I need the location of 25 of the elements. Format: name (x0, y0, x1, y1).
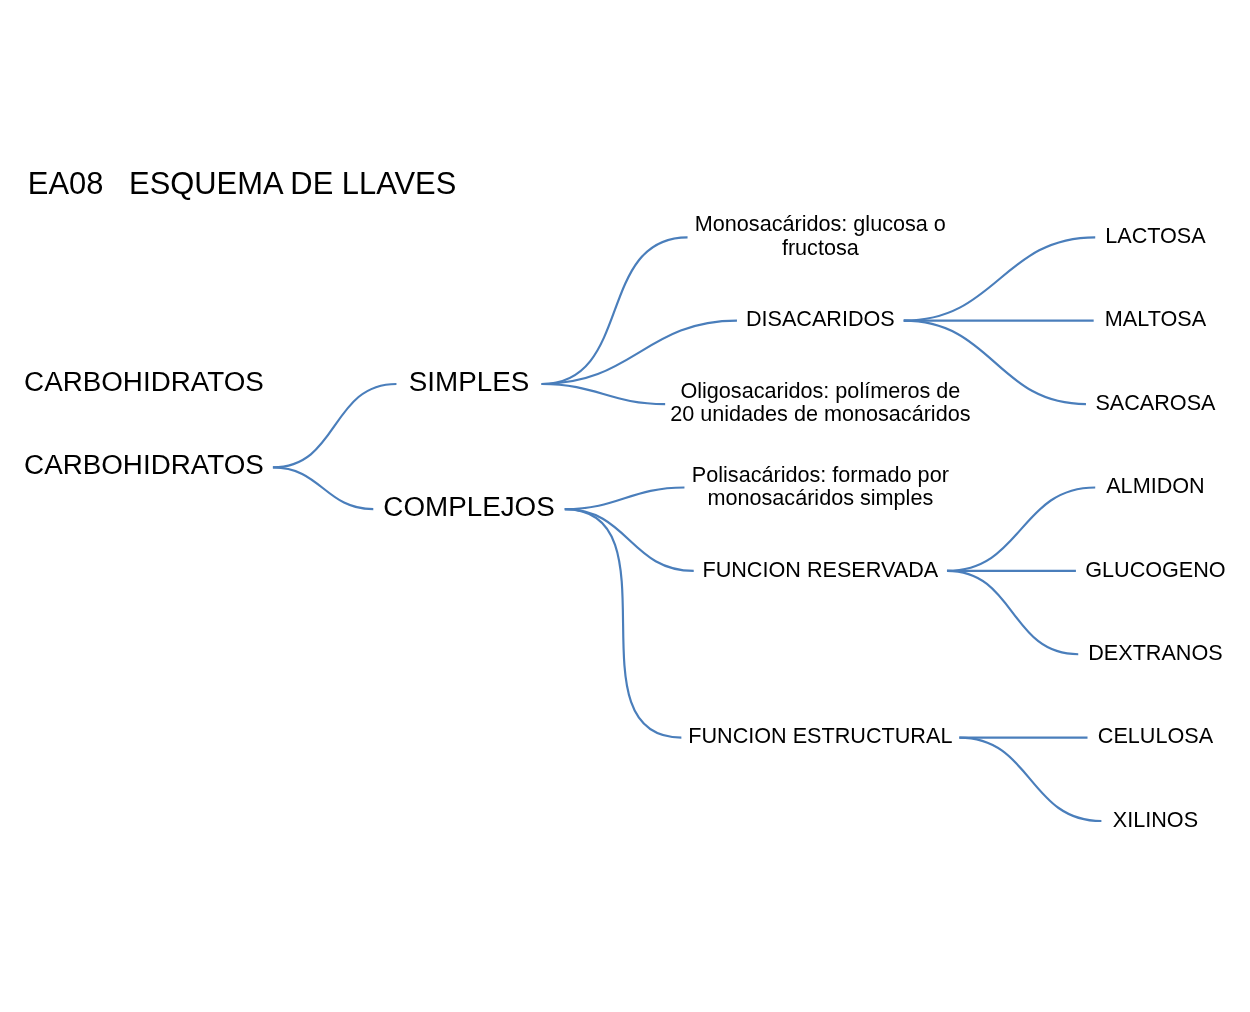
connector (564, 508, 682, 739)
node-text: MALTOSA (1104, 306, 1207, 332)
node-text: FUNCION ESTRUCTURAL (688, 723, 953, 749)
node-text: SIMPLES (408, 365, 530, 397)
node-text: GLUCOGENO (1085, 556, 1226, 582)
connector (541, 382, 666, 406)
node-text: Oligosacaridos: polímeros de 20 unidades de monosacáridos (670, 378, 971, 427)
node-text: SACAROSA (1095, 389, 1216, 415)
node-text: COMPLEJOS (383, 490, 555, 522)
node-text: DEXTRANOS (1088, 639, 1223, 665)
connector (959, 736, 1102, 823)
node-text: LACTOSA (1105, 223, 1206, 249)
node-text: DISACARIDOS (745, 306, 895, 332)
node-text: CARBOHIDRATOS (24, 449, 264, 481)
node-text: XILINOS (1112, 806, 1199, 832)
node-text: Polisacáridos: formado por monosacáridos simples (691, 461, 949, 510)
label: CARBOHIDRATOS (24, 365, 264, 397)
node-text: FUNCION RESERVADA (702, 556, 939, 582)
node-text: ALMIDON (1106, 473, 1205, 499)
diagram-title: EA08 ESQUEMA DE LLAVES (27, 166, 457, 202)
connector (946, 569, 1079, 656)
node-text: Monosacáridos: glucosa o fructosa (694, 211, 946, 260)
connector (272, 466, 374, 511)
node-text: CELULOSA (1097, 723, 1214, 749)
connector (903, 319, 1087, 406)
